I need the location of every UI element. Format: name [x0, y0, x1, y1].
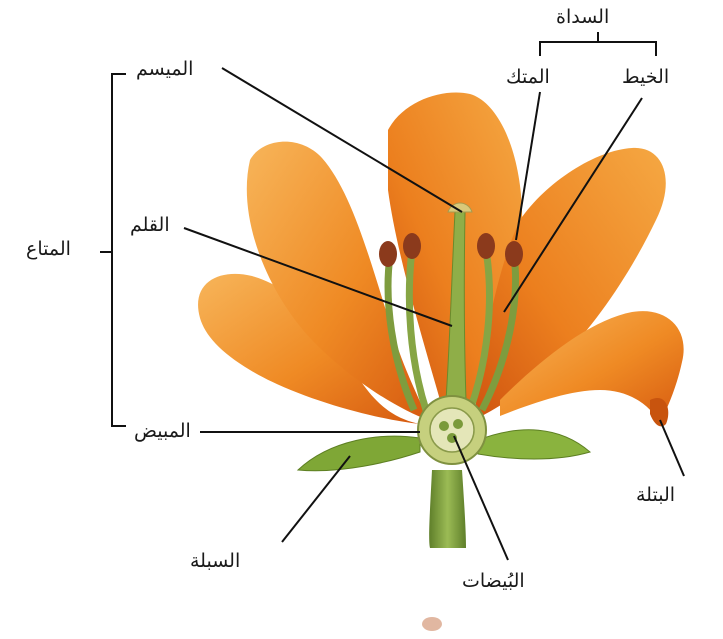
- label-filament: الخيط: [622, 68, 669, 87]
- stamen-bracket: [540, 42, 656, 56]
- anther-3: [477, 233, 495, 259]
- label-stamen: السداة: [556, 8, 609, 27]
- stem: [429, 470, 466, 548]
- label-style: القلم: [130, 216, 170, 235]
- pistil-bracket: [112, 74, 126, 426]
- ovary-inner: [430, 408, 474, 452]
- label-ovary: المبيض: [134, 422, 191, 441]
- label-ovules: البُيضات: [462, 572, 525, 591]
- sepal-right: [478, 430, 590, 459]
- anther-4: [505, 241, 523, 267]
- label-anther: المتك: [506, 68, 550, 87]
- label-petal: البتلة: [636, 486, 675, 505]
- blemish: [422, 617, 442, 631]
- anther-2: [403, 233, 421, 259]
- ovule-2: [453, 419, 463, 429]
- label-pistil: المتاع: [26, 240, 71, 259]
- petal-line: [660, 420, 684, 476]
- label-stigma: الميسم: [136, 60, 193, 79]
- sepal-left: [298, 436, 420, 471]
- label-sepal: السبلة: [190, 552, 240, 571]
- ovule-1: [439, 421, 449, 431]
- anther-1: [379, 241, 397, 267]
